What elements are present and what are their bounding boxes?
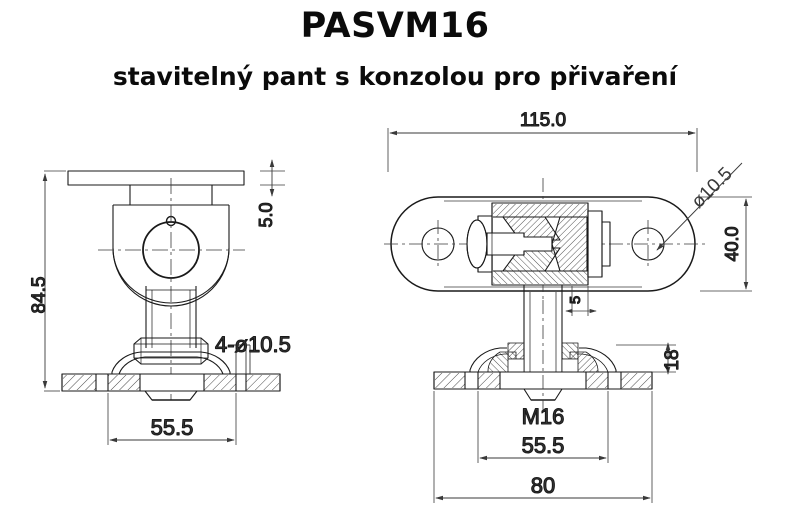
centre-lines-left [98,178,245,400]
dimension-label-555-left: 55.5 [151,415,194,440]
conical-boss [111,351,231,380]
page-title: PASVM16 [300,6,490,46]
dimension-label-5: 5 [567,296,584,304]
dimension-label-50: 5.0 [256,202,276,227]
dimension-label-40: 40.0 [722,226,742,261]
base-flange-plate [61,373,281,392]
dimension-label-80: 80 [531,473,555,498]
conical-boss-right [469,342,617,378]
knuckle-housing [112,205,230,307]
right-view-group: 115.0 [384,109,752,503]
top-mounting-plate [67,170,245,186]
hole-callout-label: 4-ø10.5 [215,332,291,357]
dimension-length-115: 115.0 [387,109,698,172]
dimension-height-845: 84.5 [28,173,51,389]
dimension-plate-thickness-18: 18 [616,342,684,375]
dimension-label-115: 115.0 [520,110,566,131]
dimension-bolt-spacing-555-left: 55.5 [107,393,237,445]
dimension-thickness-50: 5.0 [255,159,285,228]
dimension-label-555-right: 55.5 [522,433,565,458]
extension-lines-left [44,170,66,392]
dimension-label-18: 18 [662,349,683,370]
dimension-bolt-spacing-555-right: 55.5 [477,391,609,463]
hole-callout-leader [228,344,251,374]
left-view-group: 84.5 5.0 4-ø10.5 55.5 [28,159,291,445]
dimension-width-40: 40.0 [700,196,752,292]
lower-boss [144,390,198,401]
hinge-barrel-section [466,202,611,286]
page-subtitle: stavitelný pant s konzolou pro přivaření [112,62,678,91]
hex-nut [133,337,209,365]
dimension-base-width-80: 80 [433,391,653,503]
dimension-label-845: 84.5 [29,277,50,314]
hole-diameter-label: ø10.5 [688,164,737,213]
dimension-pin-5: 5 [565,286,597,316]
